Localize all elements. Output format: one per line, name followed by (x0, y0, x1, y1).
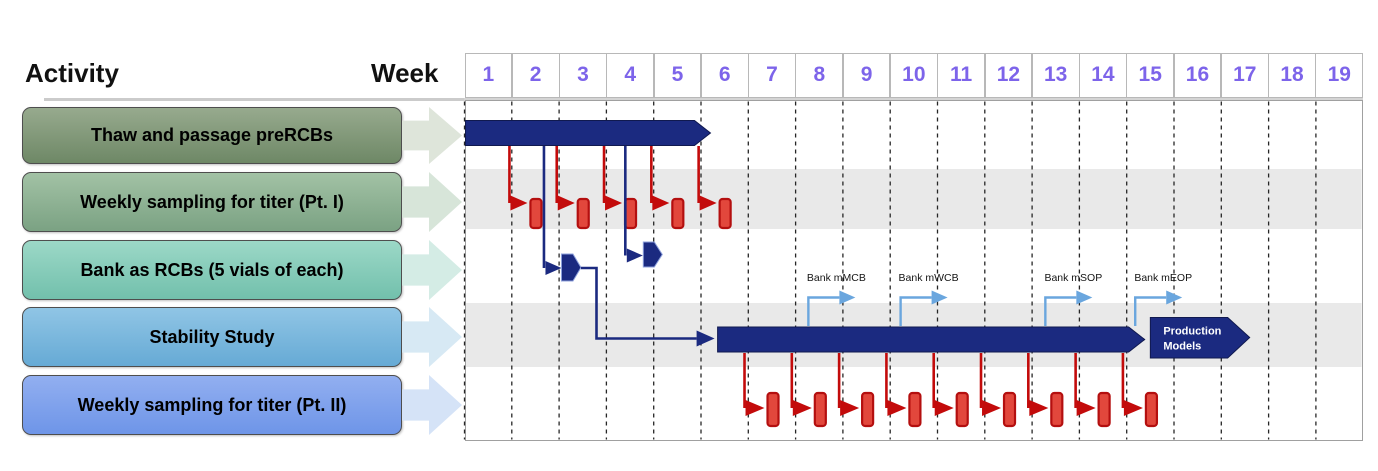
activity-arrow-icon (402, 240, 462, 300)
header-shadow (464, 98, 1363, 101)
activity-label-box: Thaw and passage preRCBs (22, 107, 402, 164)
week-header-cell: 19 (1316, 54, 1363, 97)
week-header-cell: 12 (985, 54, 1032, 97)
week-header-cell: 1 (465, 54, 512, 97)
week-header-cell: 14 (1080, 54, 1126, 97)
week-header-cell: 9 (843, 54, 890, 97)
activity-arrow-icon (402, 375, 462, 435)
activity-label-box: Weekly sampling for titer (Pt. II) (22, 375, 402, 435)
week-header-cell: 4 (607, 54, 654, 97)
week-header-cell: 10 (890, 54, 937, 97)
week-header-cell: 17 (1221, 54, 1268, 97)
activity-label-box: Bank as RCBs (5 vials of each) (22, 240, 402, 300)
week-header-cell: 18 (1269, 54, 1315, 97)
week-header-cell: 16 (1174, 54, 1221, 97)
week-header-cell: 13 (1032, 54, 1079, 97)
plot-area (464, 100, 1364, 441)
activity-column-title: Activity (25, 58, 119, 88)
activity-arrow-icon (402, 107, 462, 164)
activity-arrow-icon (402, 307, 462, 367)
week-header-cell: 6 (701, 54, 748, 97)
week-header-cell: 3 (560, 54, 606, 97)
week-header-cell: 11 (938, 54, 984, 97)
week-header-cell: 5 (654, 54, 701, 97)
week-header-cell: 8 (796, 54, 843, 97)
title-underline (44, 98, 465, 101)
week-axis-title: Week (371, 58, 439, 88)
week-header-cell: 15 (1127, 54, 1174, 97)
activity-arrow-icon (402, 172, 462, 232)
week-header-cell: 2 (512, 54, 559, 97)
activity-label-box: Weekly sampling for titer (Pt. I) (22, 172, 402, 232)
activity-label-box: Stability Study (22, 307, 402, 367)
week-header-cell: 7 (749, 54, 795, 97)
